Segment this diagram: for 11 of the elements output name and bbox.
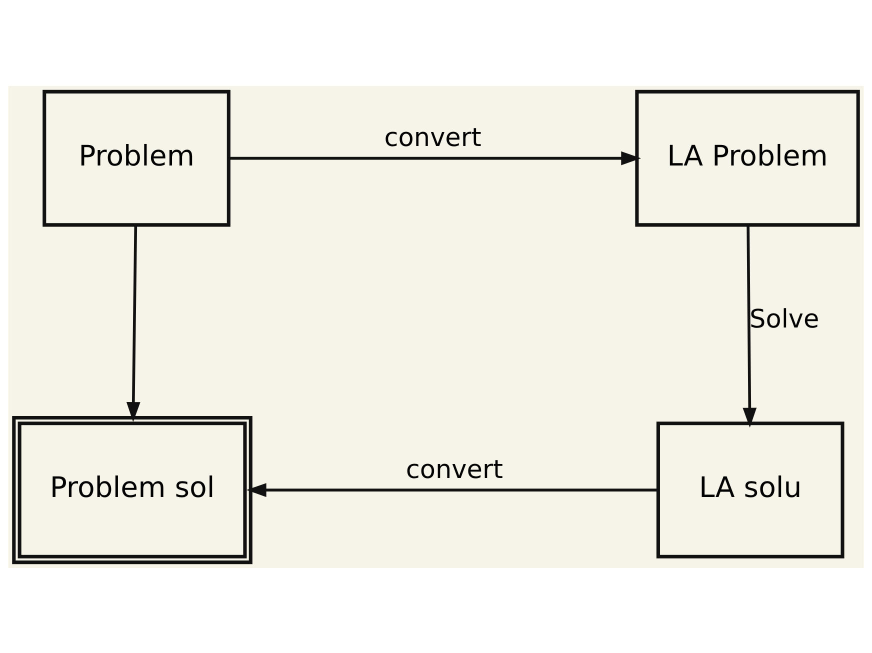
node-box: LA solu — [656, 421, 844, 558]
node-box: Problem — [42, 89, 230, 226]
arrow — [742, 224, 757, 428]
arrow — [229, 150, 642, 165]
arrow — [126, 224, 140, 422]
node-box: Problem sol — [12, 415, 252, 564]
edge-label: convert — [384, 122, 482, 153]
arrow — [246, 482, 658, 496]
edge-label: Solve — [750, 304, 820, 334]
node-box: LA Problem — [635, 89, 860, 226]
edge-label: convert — [406, 454, 503, 484]
